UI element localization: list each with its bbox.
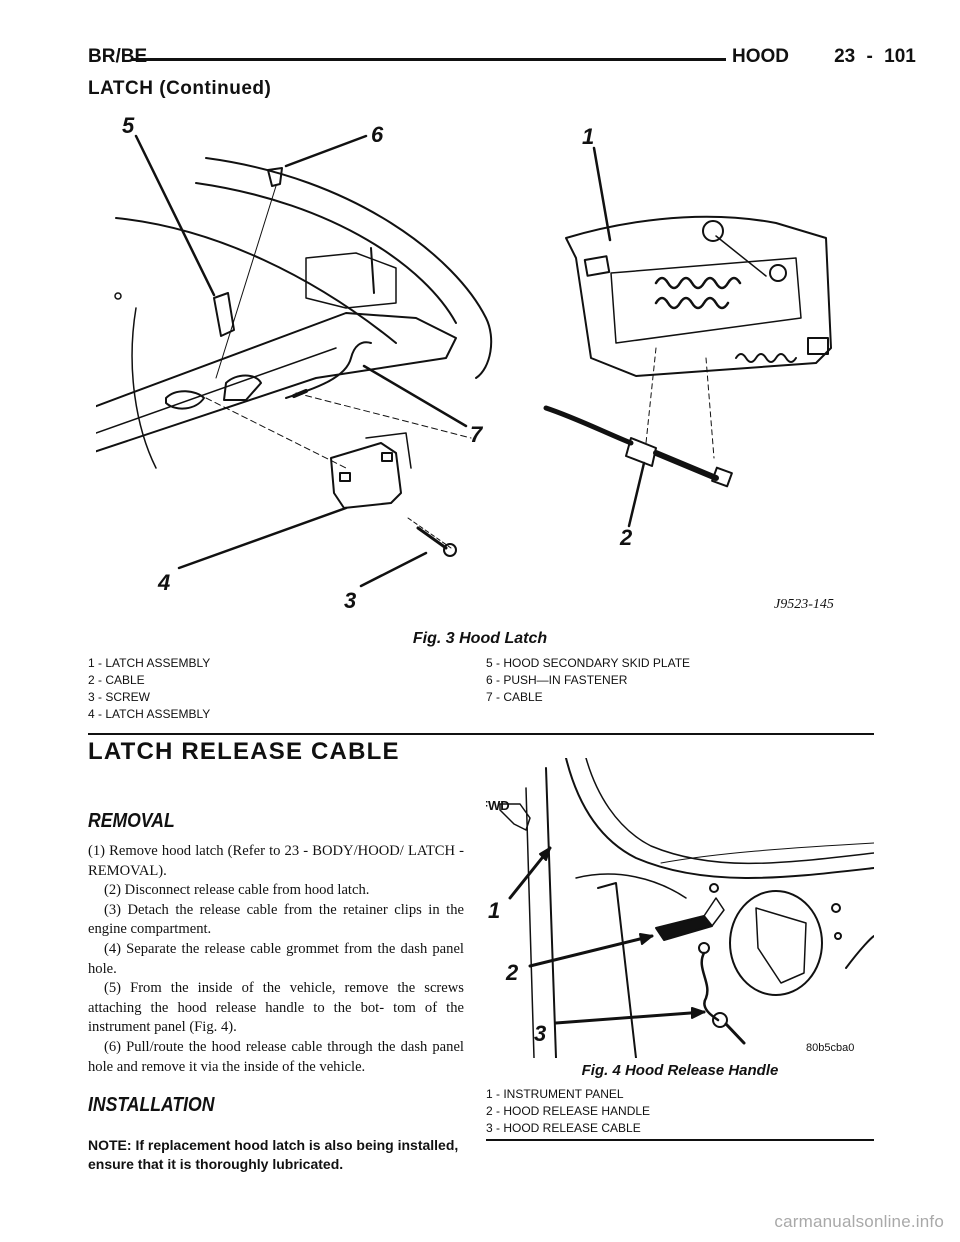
fig4-callout-3: 3 [534, 1021, 546, 1046]
hood-latch-illustration: 5 6 1 7 2 4 3 J9523-145 [96, 113, 834, 613]
fig3-callout-2: 2 [619, 525, 633, 550]
fig3-code: J9523-145 [774, 597, 834, 612]
fig4-callout-1: 1 [488, 898, 500, 923]
fig3-callout-5: 5 [122, 113, 135, 138]
fig4-legend-item: 1 - INSTRUMENT PANEL [486, 1087, 624, 1101]
fwd-label: FWD [486, 798, 510, 813]
header-model: BR/BE [88, 46, 148, 67]
fig3-caption: Fig. 3 Hood Latch [412, 630, 548, 647]
fig4-code: 80b5cba0 [806, 1042, 854, 1054]
fig3-legend-item: 4 - LATCH ASSEMBLY [88, 707, 211, 721]
header-section-page: HOOD 23 - 101 [732, 46, 916, 67]
fig3-legend-item: 5 - HOOD SECONDARY SKID PLATE [486, 656, 691, 670]
fig4-legend-item: 3 - HOOD RELEASE CABLE [486, 1121, 641, 1135]
fig3-legend-item: 7 - CABLE [486, 690, 543, 704]
fig4-caption: Fig. 4 Hood Release Handle [581, 1062, 779, 1079]
fig3-legend-right: 5 - HOOD SECONDARY SKID PLATE 6 - PUSH—I… [486, 655, 690, 706]
hood-release-handle-illustration: FWD 1 2 3 80b5cba0 [486, 758, 874, 1058]
removal-steps: (1) Remove hood latch (Refer to 23 - BOD… [88, 842, 464, 1077]
fig4-legend-item: 2 - HOOD RELEASE HANDLE [486, 1104, 651, 1118]
removal-step: (5) From the inside of the vehicle, remo… [88, 980, 464, 1036]
fig3-legend-item: 2 - CABLE [88, 673, 145, 687]
fig3-callout-4: 4 [157, 570, 170, 595]
installation-note: NOTE: If replacement hood latch is also … [88, 1137, 459, 1172]
fig3-callout-3: 3 [344, 588, 356, 613]
removal-step: (2) Disconnect release cable from hood l… [104, 882, 370, 899]
watermark: carmanualsonline.info [774, 1212, 944, 1231]
removal-step: (1) Remove hood latch (Refer to 23 - BOD… [88, 843, 464, 879]
header-rule [132, 58, 726, 61]
continued-heading: LATCH (Continued) [88, 78, 272, 99]
fig3-legend-left: 1 - LATCH ASSEMBLY 2 - CABLE 3 - SCREW 4… [88, 655, 210, 723]
removal-step: (4) Separate the release cable grommet f… [88, 940, 464, 977]
fig3-callout-7: 7 [470, 422, 484, 447]
removal-step: (3) Detach the release cable from the re… [88, 901, 464, 938]
fig3-callout-1: 1 [582, 124, 594, 149]
fig3-rule [88, 733, 874, 735]
fig3-legend-item: 3 - SCREW [88, 690, 151, 704]
fig3-legend-item: 6 - PUSH—IN FASTENER [486, 673, 628, 687]
fig4-callout-2: 2 [505, 960, 519, 985]
fig3-legend-item: 1 - LATCH ASSEMBLY [88, 656, 211, 670]
removal-step: (6) Pull/route the hood release cable th… [88, 1038, 464, 1075]
fig3-callout-6: 6 [371, 122, 384, 147]
installation-heading: INSTALLATION [88, 1094, 215, 1116]
removal-heading: REMOVAL [88, 810, 175, 832]
fig4-rule [486, 1139, 874, 1141]
fig4-legend: 1 - INSTRUMENT PANEL 2 - HOOD RELEASE HA… [486, 1086, 650, 1137]
section-title: LATCH RELEASE CABLE [88, 738, 400, 765]
